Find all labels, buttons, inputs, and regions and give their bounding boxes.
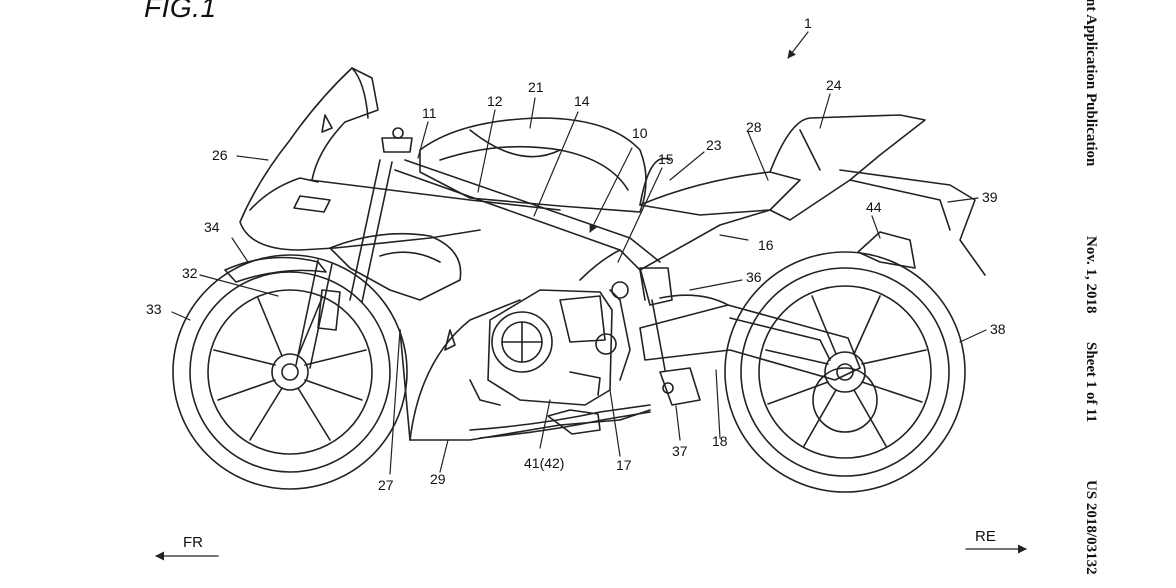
reference-numerals: 1 10 11 12 14 15 16 17 18 21 23 24 26 27… [146,15,1006,493]
rear-wheel [724,251,966,493]
engine [487,281,629,406]
ref-26: 26 [212,147,228,163]
front-wheel [172,254,408,490]
ref-41-42: 41(42) [524,455,564,471]
ref-16: 16 [758,237,774,253]
exhaust-pipe [469,404,651,439]
ref-24: 24 [826,77,842,93]
ref-28: 28 [746,119,762,135]
rear-direction-label: RE [975,528,996,545]
front-fairing [239,67,561,251]
ref-17: 17 [616,457,632,473]
ref-33: 33 [146,301,162,317]
main-frame [394,159,771,381]
ref-27: 27 [378,477,394,493]
figure-title: FIG.1 [144,0,217,23]
ref-34: 34 [204,219,220,235]
front-fender [224,256,327,283]
rear-hugger [857,231,916,269]
fuel-tank [419,117,647,213]
publication-type: nt Application Publication [1083,0,1099,167]
ref-38: 38 [990,321,1006,337]
ref-29: 29 [430,471,446,487]
swingarm [639,304,861,381]
rear-suspension [639,267,701,406]
ref-15: 15 [658,151,674,167]
under-cowl [399,299,651,441]
publication-number: US 2018/03132 [1083,480,1099,575]
ref-11: 11 [422,105,437,121]
ref-23: 23 [706,137,722,153]
leader-lines [171,31,987,475]
ref-39: 39 [982,189,998,205]
ref-1: 1 [804,15,812,31]
ref-10: 10 [632,125,648,141]
ref-32: 32 [182,265,198,281]
ref-37: 37 [672,443,688,459]
ref-44: 44 [866,199,882,215]
rear-direction-indicator: RE [965,528,1027,554]
ref-12: 12 [487,93,503,109]
front-fork [295,127,413,369]
seat-and-tail [639,114,986,276]
ref-14: 14 [574,93,590,109]
publication-date: Nov. 1, 2018 [1083,236,1099,314]
front-direction-indicator: FR [155,534,219,561]
sheet-number: Sheet 1 of 11 [1083,342,1099,423]
patent-side-header: nt Application Publication Nov. 1, 2018 … [1078,0,1108,588]
ref-18: 18 [712,433,728,449]
front-direction-label: FR [183,534,203,551]
ref-36: 36 [746,269,762,285]
ref-21: 21 [528,79,544,95]
middle-cowl [329,232,462,301]
